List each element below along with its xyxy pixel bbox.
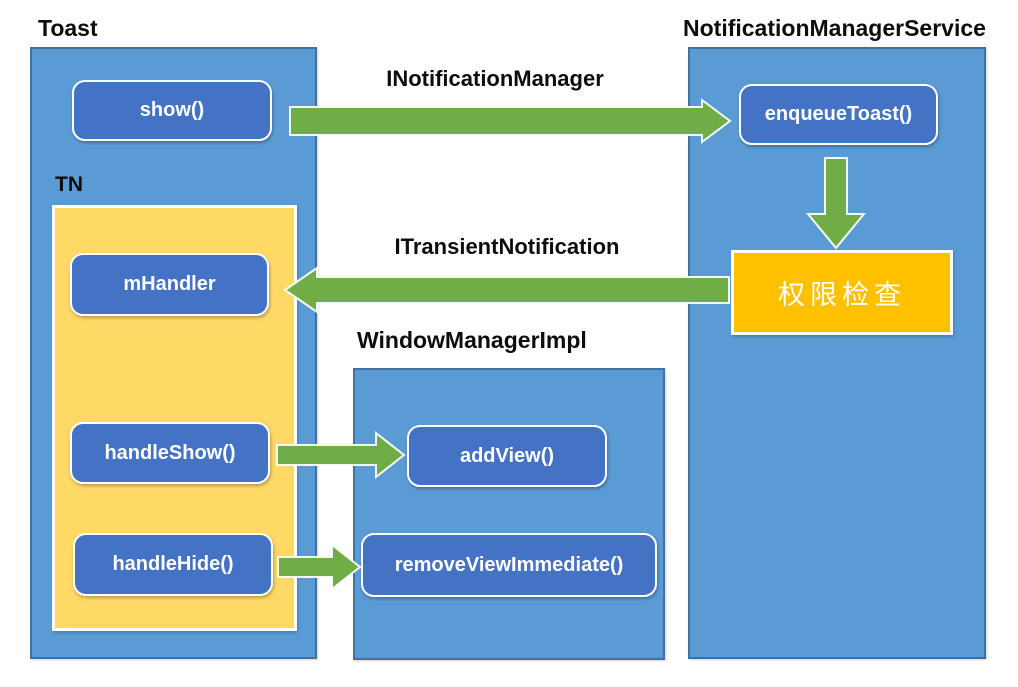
enqueuetoast-permission-down-arrow <box>805 157 867 250</box>
permission-check-box: 权限检查 <box>731 250 953 335</box>
mhandler-method-box: mHandler <box>70 253 269 316</box>
window-manager-impl-title: WindowManagerImpl <box>357 327 587 353</box>
show-method-box: show() <box>72 80 272 141</box>
addview-method-box: addView() <box>407 425 607 487</box>
handlehide-removeview-arrow <box>277 542 362 592</box>
enqueuetoast-method-box: enqueueToast() <box>739 84 938 145</box>
itransientnotification-arrow <box>283 266 730 314</box>
inotificationmanager-label: INotificationManager <box>386 66 604 91</box>
notification-manager-service-container <box>688 47 986 659</box>
toast-title: Toast <box>38 15 98 41</box>
handlehide-method-box: handleHide() <box>73 533 273 596</box>
inotificationmanager-arrow <box>289 98 732 144</box>
handleshow-addview-arrow <box>276 430 406 480</box>
removeviewimmediate-method-box: removeViewImmediate() <box>361 533 657 597</box>
itransientnotification-label: ITransientNotification <box>394 234 620 259</box>
tn-label: TN <box>55 173 83 196</box>
handleshow-method-box: handleShow() <box>70 422 270 484</box>
notification-manager-service-title: NotificationManagerService <box>683 15 986 41</box>
window-manager-impl-container <box>353 368 665 660</box>
